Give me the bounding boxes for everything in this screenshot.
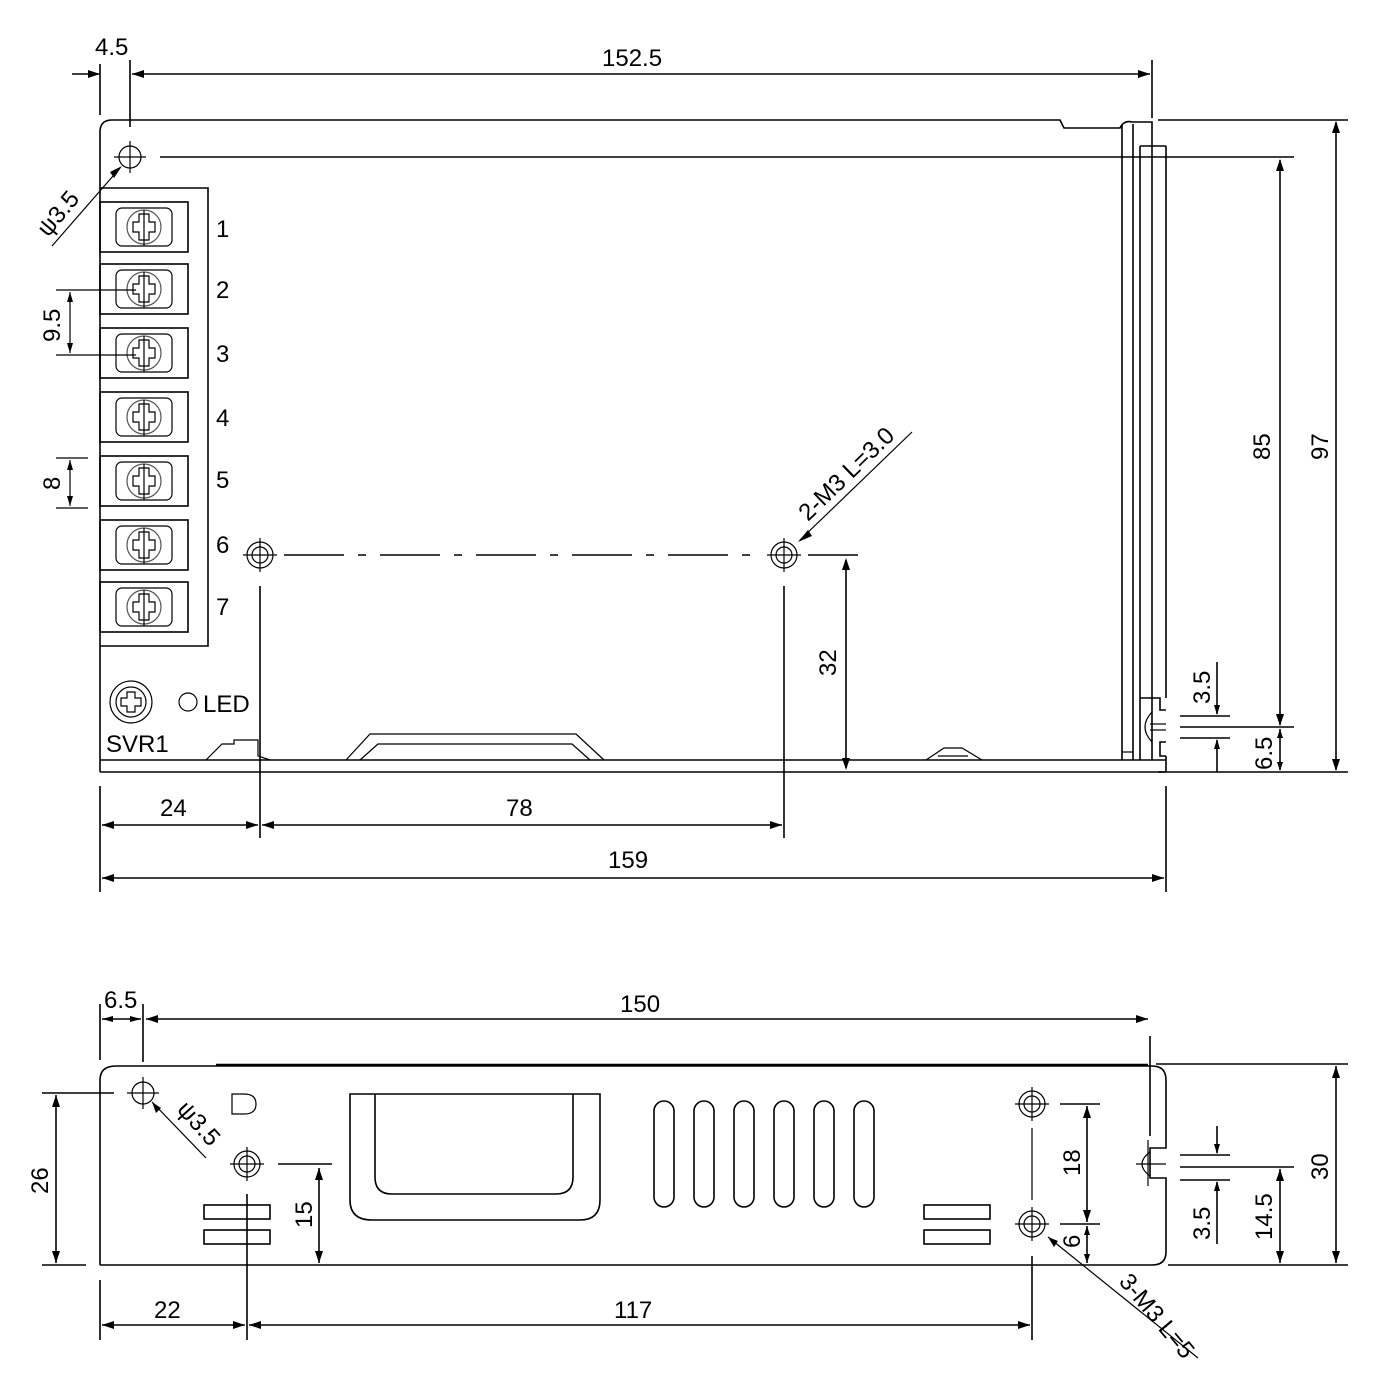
dim-150: 150 (620, 991, 660, 1018)
vent-slot (733, 1100, 755, 1208)
led-indicator: LED (178, 691, 250, 718)
dim-8: 8 (39, 477, 66, 490)
dim-30: 30 (1307, 1153, 1334, 1180)
m3-hole-icon (229, 1146, 265, 1182)
housing-outline (99, 119, 1153, 760)
terminal-2-icon (99, 263, 189, 315)
terminal-5-icon (99, 455, 189, 507)
right-bracket (1121, 124, 1167, 760)
vent-slot (813, 1100, 835, 1208)
dim-24: 24 (160, 795, 187, 822)
dim-85: 85 (1249, 433, 1276, 460)
dim-117: 117 (614, 1297, 652, 1324)
side-hole-diameter-callout: ψ3.5 (172, 1096, 226, 1152)
side-housing-outline (99, 1065, 1167, 1266)
handle-cutout (349, 1093, 601, 1221)
side-mount-callout: 3-M3 L=5 (1113, 1269, 1199, 1365)
hole-diameter-callout: ψ3.5 (32, 186, 85, 242)
mount-callout: 2-M3 L=3.0 (793, 422, 900, 526)
d-marking-icon (231, 1093, 257, 1115)
terminal-label: 7 (216, 594, 229, 621)
terminal-block: 1 2 3 4 5 6 7 (99, 187, 229, 647)
terminal-3-icon (99, 327, 189, 379)
terminal-7-icon (99, 581, 189, 633)
side-view: 6.5 150 ψ3.5 26 15 18 6 3-M3 L=5 (27, 987, 1348, 1364)
dim-152-5: 152.5 (602, 45, 662, 72)
vent-slot (653, 1100, 675, 1208)
m3-hole-icon (1014, 1206, 1050, 1242)
terminal-label: 3 (216, 341, 229, 368)
terminal-6-icon (99, 519, 189, 571)
dim-159: 159 (608, 847, 648, 874)
svr1-label: SVR1 (106, 731, 169, 758)
dim-3-5: 3.5 (1189, 671, 1216, 704)
dim-97: 97 (1307, 433, 1334, 460)
dim-78: 78 (506, 795, 533, 822)
top-view: 1 2 3 4 5 6 7 SVR1 LED (32, 34, 1348, 892)
dim-6-5: 6.5 (1251, 737, 1278, 770)
svr1-potentiometer: SVR1 (106, 680, 169, 758)
dim-9-5: 9.5 (39, 309, 66, 342)
terminal-label: 1 (216, 216, 229, 243)
dim-32: 32 (815, 649, 842, 676)
dim-3-5: 3.5 (1189, 1207, 1216, 1240)
led-icon (178, 692, 198, 712)
m3-hole-icon (1014, 1086, 1050, 1122)
terminal-label: 6 (216, 532, 229, 559)
terminal-1-icon (99, 201, 189, 253)
vent-slot (853, 1100, 875, 1208)
terminal-label: 5 (216, 467, 229, 494)
dim-6: 6 (1059, 1235, 1086, 1248)
dim-18: 18 (1059, 1149, 1086, 1176)
dim-14-5: 14.5 (1251, 1193, 1278, 1240)
m3-hole-icon (766, 537, 802, 573)
dim-15: 15 (291, 1201, 318, 1228)
dim-6-5: 6.5 (104, 987, 137, 1014)
led-label: LED (203, 691, 250, 718)
terminal-label: 2 (216, 277, 229, 304)
dim-4-5: 4.5 (95, 34, 128, 61)
m3-hole-icon (242, 537, 278, 573)
vent-slots (653, 1100, 875, 1208)
vent-slot (773, 1100, 795, 1208)
adjust-screw-icon (120, 691, 142, 713)
dim-22: 22 (154, 1297, 181, 1324)
terminal-4-icon (99, 391, 189, 443)
dim-26: 26 (27, 1167, 54, 1194)
vent-slot (693, 1100, 715, 1208)
terminal-label: 4 (216, 405, 229, 432)
